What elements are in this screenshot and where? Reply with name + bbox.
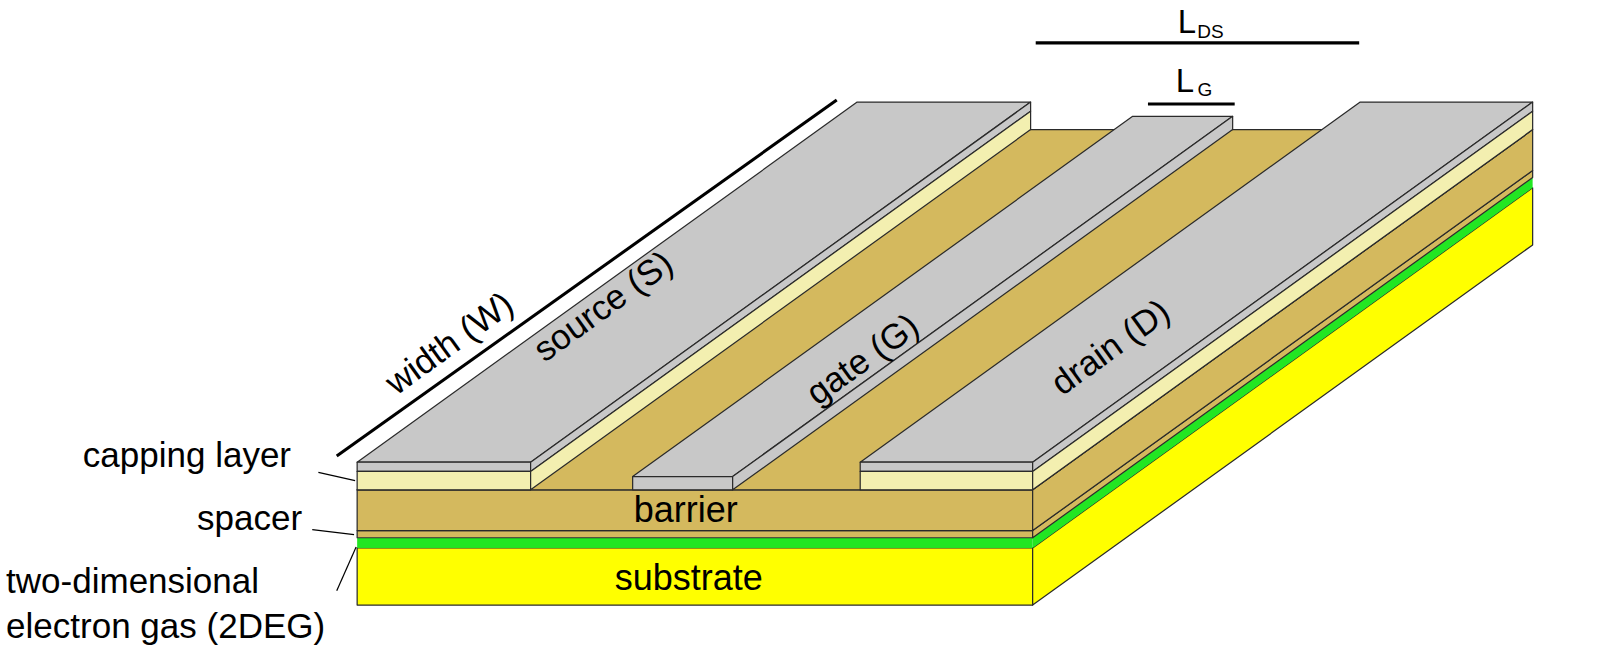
spacer-front bbox=[357, 531, 1033, 538]
width-dimension bbox=[337, 100, 837, 456]
dimension-subscript: DS bbox=[1197, 20, 1223, 45]
layer-callout: two-dimensional electron gas (2DEG) bbox=[6, 558, 386, 649]
drain-top bbox=[860, 102, 1532, 462]
node-text: substrate bbox=[615, 555, 763, 602]
gate-front bbox=[633, 477, 733, 490]
lg-dimension bbox=[1148, 103, 1235, 106]
barrier-layer: barrier bbox=[634, 487, 738, 534]
substrate-layer: substrate bbox=[615, 555, 763, 602]
source-cap-front bbox=[357, 471, 530, 489]
layer-callout: capping layer bbox=[83, 432, 291, 478]
drain-metal-side bbox=[1033, 102, 1533, 471]
leader-line bbox=[337, 547, 356, 591]
node-text: barrier bbox=[634, 487, 738, 534]
dimension-subscript: G bbox=[1198, 78, 1213, 103]
dimension-label: L bbox=[1176, 60, 1194, 103]
substrate-front bbox=[357, 548, 1033, 605]
drain-cap-front bbox=[860, 471, 1032, 489]
drain-metal-front bbox=[860, 462, 1032, 471]
leader-line bbox=[312, 530, 354, 535]
drain-cap-side bbox=[1033, 111, 1533, 490]
two-deg-front bbox=[357, 538, 1033, 548]
layer-callout: spacer bbox=[197, 495, 302, 541]
source-metal-front bbox=[357, 462, 530, 471]
dimension-label: L bbox=[1178, 1, 1196, 44]
leader-line bbox=[318, 472, 355, 480]
